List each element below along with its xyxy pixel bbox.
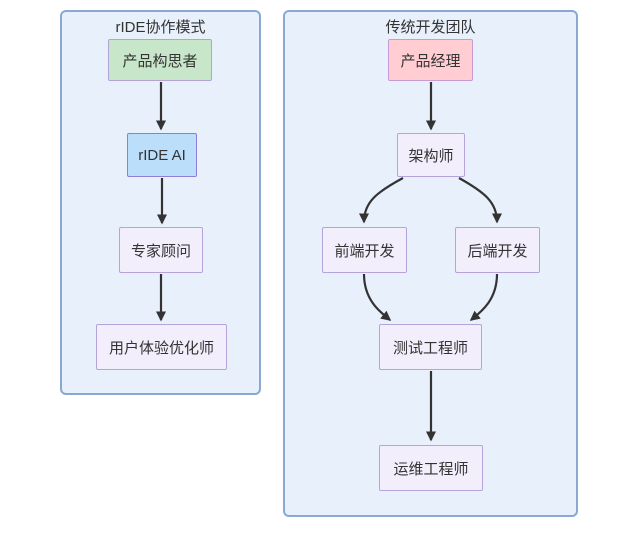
node-ride-ai: rIDE AI bbox=[127, 133, 197, 177]
node-ux-optimizer: 用户体验优化师 bbox=[96, 324, 227, 370]
node-expert-advisor: 专家顾问 bbox=[119, 227, 203, 273]
cluster-ride-mode-title: rIDE协作模式 bbox=[115, 19, 206, 36]
node-backend-dev: 后端开发 bbox=[455, 227, 540, 273]
node-product-ideator: 产品构思者 bbox=[108, 39, 212, 81]
cluster-traditional-team-title: 传统开发团队 bbox=[385, 19, 476, 36]
node-frontend-dev: 前端开发 bbox=[322, 227, 407, 273]
node-test-engineer: 测试工程师 bbox=[379, 324, 482, 370]
node-architect: 架构师 bbox=[397, 133, 465, 177]
node-product-manager: 产品经理 bbox=[388, 39, 473, 81]
node-ops-engineer: 运维工程师 bbox=[379, 445, 483, 491]
